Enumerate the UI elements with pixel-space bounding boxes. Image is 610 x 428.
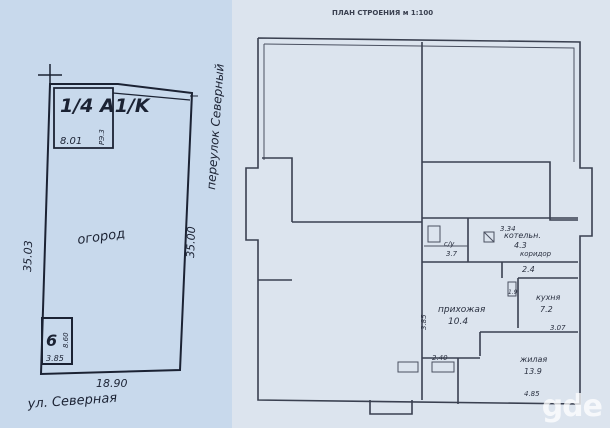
hall-bottom-dim: 2.40 xyxy=(432,354,448,362)
outer-wall xyxy=(245,37,593,405)
room-kitchen-name: кухня xyxy=(536,293,561,302)
room-boiler-area: 4.3 xyxy=(514,241,527,250)
lot-area-top: 8.01 xyxy=(60,136,82,147)
window-bottom-2 xyxy=(431,361,455,373)
room-wc-area: 3.7 xyxy=(446,250,458,258)
inner-wall-top xyxy=(263,43,575,162)
room-hall-area: 10.4 xyxy=(448,317,468,327)
left-side-length: 35.03 xyxy=(21,240,35,272)
room-kitchen-dim: 3.07 xyxy=(550,324,566,332)
floor-plan-title: ПЛАН СТРОЕНИЯ м 1:100 xyxy=(332,9,433,17)
bottom-width: 18.90 xyxy=(96,377,128,390)
wall-top-right-room xyxy=(422,161,578,221)
room-living-name: жилая xyxy=(519,355,547,364)
room-boiler-name: котельн. xyxy=(504,231,541,240)
boiler-icon xyxy=(483,231,495,243)
lot-area-sub: РЭ.3 xyxy=(98,129,106,145)
building-number: 6 xyxy=(46,331,57,350)
top-building-outline xyxy=(53,87,114,149)
bathtub-icon xyxy=(427,225,441,243)
room-wc-name: с/у xyxy=(444,240,455,248)
building-small: 3.85 xyxy=(46,354,64,363)
boiler-cross xyxy=(483,231,495,243)
street-label: ул. Северная xyxy=(26,391,118,412)
room-boiler-dim: 3.34 xyxy=(500,225,516,233)
small-building-outline xyxy=(41,317,73,365)
lane-label: переулок Северный xyxy=(204,63,227,190)
room-living-dim: 4.85 xyxy=(524,390,540,398)
porch xyxy=(369,400,413,415)
room-kitchen-area: 7.2 xyxy=(540,305,553,314)
room-corridor-area: 2.4 xyxy=(522,265,535,274)
building-sub: 8.60 xyxy=(62,332,70,348)
right-side-length: 35.00 xyxy=(184,226,198,258)
floor-plan-panel: ПЛАН СТРОЕНИЯ м 1:100 xyxy=(232,0,610,428)
site-plan-panel: 1/4 A1/K 8.01 РЭ.3 огород 35.03 35.00 18… xyxy=(0,0,232,428)
garden-label: огород xyxy=(76,226,126,248)
room-hall-name: прихожая xyxy=(438,305,486,315)
lot-number: 1/4 A1/K xyxy=(60,95,151,117)
room-living-area: 13.9 xyxy=(524,367,542,376)
watermark-logo: gde xyxy=(541,389,603,424)
window-bottom xyxy=(397,361,419,373)
site-plan-drawing: 1/4 A1/K 8.01 РЭ.3 огород 35.03 35.00 18… xyxy=(21,63,227,412)
room-corridor-name: коридор xyxy=(520,250,552,258)
floor-plan-drawing: ПЛАН СТРОЕНИЯ м 1:100 xyxy=(245,9,593,415)
hall-left-dim: 3.85 xyxy=(420,314,428,330)
top-building-line xyxy=(112,92,191,101)
small-left-dim: 1.9 xyxy=(508,289,518,296)
wall-top-left-room xyxy=(262,157,293,222)
stove-icon xyxy=(507,281,517,297)
